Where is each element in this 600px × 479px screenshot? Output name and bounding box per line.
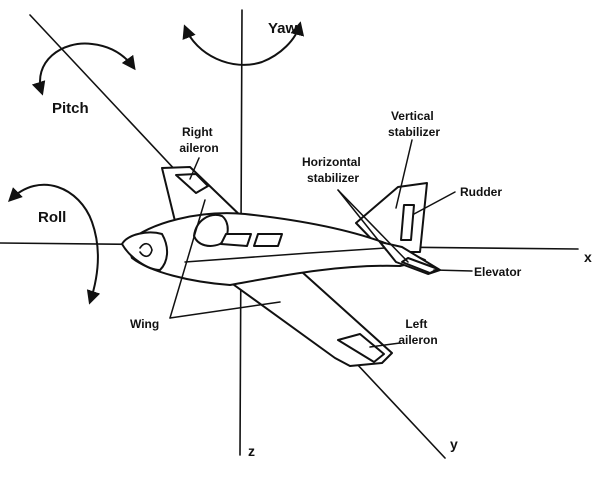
horizontal-stabilizer-label-line2: stabilizer [307,171,359,185]
yaw-label: Yaw [268,20,298,37]
left-aileron-label-line2: aileron [398,333,437,347]
x-axis-label: x [584,249,592,265]
leader-wing-right [169,199,206,319]
propeller-spinner [121,231,168,271]
rudder [400,204,415,241]
left-aileron-label: Left aileron [398,317,437,347]
right-aileron-label-line2: aileron [179,141,218,155]
leader-left-aileron [369,342,401,348]
window-front [220,233,252,247]
left-aileron [337,333,385,363]
leader-horizontal-stabilizer-b [337,189,409,263]
right-aileron [175,173,209,194]
roll-label: Roll [38,209,66,226]
window-rear [253,233,283,247]
left-aileron-label-line1: Left [405,317,427,331]
horizontal-stabilizer-label: Horizontal stabilizer [302,155,364,185]
leader-wing-left [169,301,281,319]
right-aileron-label-line1: Right [182,125,213,139]
elevator [401,257,439,274]
roll-arrow [8,183,101,305]
pitch-arrow [31,42,136,96]
z-axis-label: z [248,443,255,459]
pitch-label: Pitch [52,100,89,117]
rudder-label: Rudder [460,185,502,199]
leader-horizontal-stabilizer-a [337,189,387,251]
leader-right-aileron [189,157,200,180]
fuselage-stripe [184,247,386,263]
leader-rudder [413,191,456,215]
vertical-stabilizer-label: Vertical stabilizer [388,109,440,139]
vertical-stabilizer-label-line1: Vertical [391,109,434,123]
elevator-label: Elevator [474,265,522,279]
horizontal-stabilizer-label-line1: Horizontal [302,155,361,169]
leader-elevator [433,269,473,272]
spinner-detail [139,242,153,258]
leader-vertical-stabilizer [395,139,413,209]
wing-label: Wing [130,317,159,331]
y-axis-label: y [450,436,458,452]
right-aileron-label: Right aileron [179,125,218,155]
yaw-arrow [182,21,305,66]
vertical-stabilizer-label-line2: stabilizer [388,125,440,139]
canopy [193,214,229,247]
